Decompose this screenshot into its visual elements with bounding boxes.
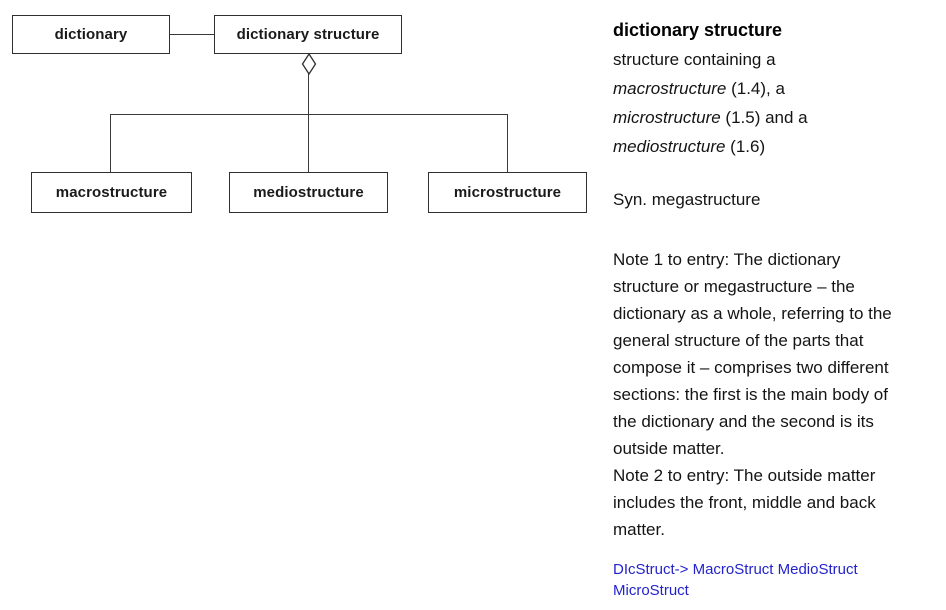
definition-line-1: structure containing a (613, 50, 776, 69)
edge-dictionary-to-structure (170, 34, 214, 35)
aggregation-diamond-icon (301, 53, 317, 75)
entry-notes: Note 1 to entry: The dictionary structur… (613, 250, 892, 539)
diagram-node-macrostructure-label: macrostructure (55, 184, 168, 201)
entry-cross-reference-link[interactable]: DIcStruct-> MacroStruct MedioStruct Micr… (613, 561, 858, 599)
diagram-node-dictionary-structure-label: dictionary structure (236, 26, 380, 43)
entry-definition-block: dictionary structure structure containin… (613, 16, 946, 161)
edge-stub-microstructure (507, 114, 508, 172)
definition-line-3-rest: (1.5) and a (720, 108, 808, 127)
definition-line-3: microstructure (1.5) and a (613, 103, 946, 132)
definition-term-mediostructure: mediostructure (613, 137, 726, 156)
definition-line-2: macrostructure (1.4), a (613, 74, 946, 103)
diagram-node-mediostructure-label: mediostructure (253, 184, 364, 201)
diagram-node-microstructure-label: microstructure (453, 184, 562, 201)
edge-distribution-line (110, 114, 508, 115)
definition-line-4-rest: (1.6) (725, 137, 766, 156)
definition-line-2-rest: (1.4), a (726, 79, 785, 98)
edge-aggregation-trunk (308, 73, 309, 172)
diagram-node-dictionary-label: dictionary (54, 26, 128, 43)
entry-synonym: Syn. megastructure (613, 190, 761, 209)
definition-term-microstructure: microstructure (613, 108, 721, 127)
diagram-node-dictionary-structure: dictionary structure (214, 15, 402, 54)
diagram-node-microstructure: microstructure (428, 172, 587, 213)
diagram-node-dictionary: dictionary (12, 15, 170, 54)
definition-line-4: mediostructure (1.6) (613, 132, 946, 161)
definition-term-macrostructure: macrostructure (613, 79, 727, 98)
edge-stub-macrostructure (110, 114, 111, 172)
diagram-node-macrostructure: macrostructure (31, 172, 192, 213)
entry-term: dictionary structure (613, 20, 783, 40)
diagram-node-mediostructure: mediostructure (229, 172, 388, 213)
